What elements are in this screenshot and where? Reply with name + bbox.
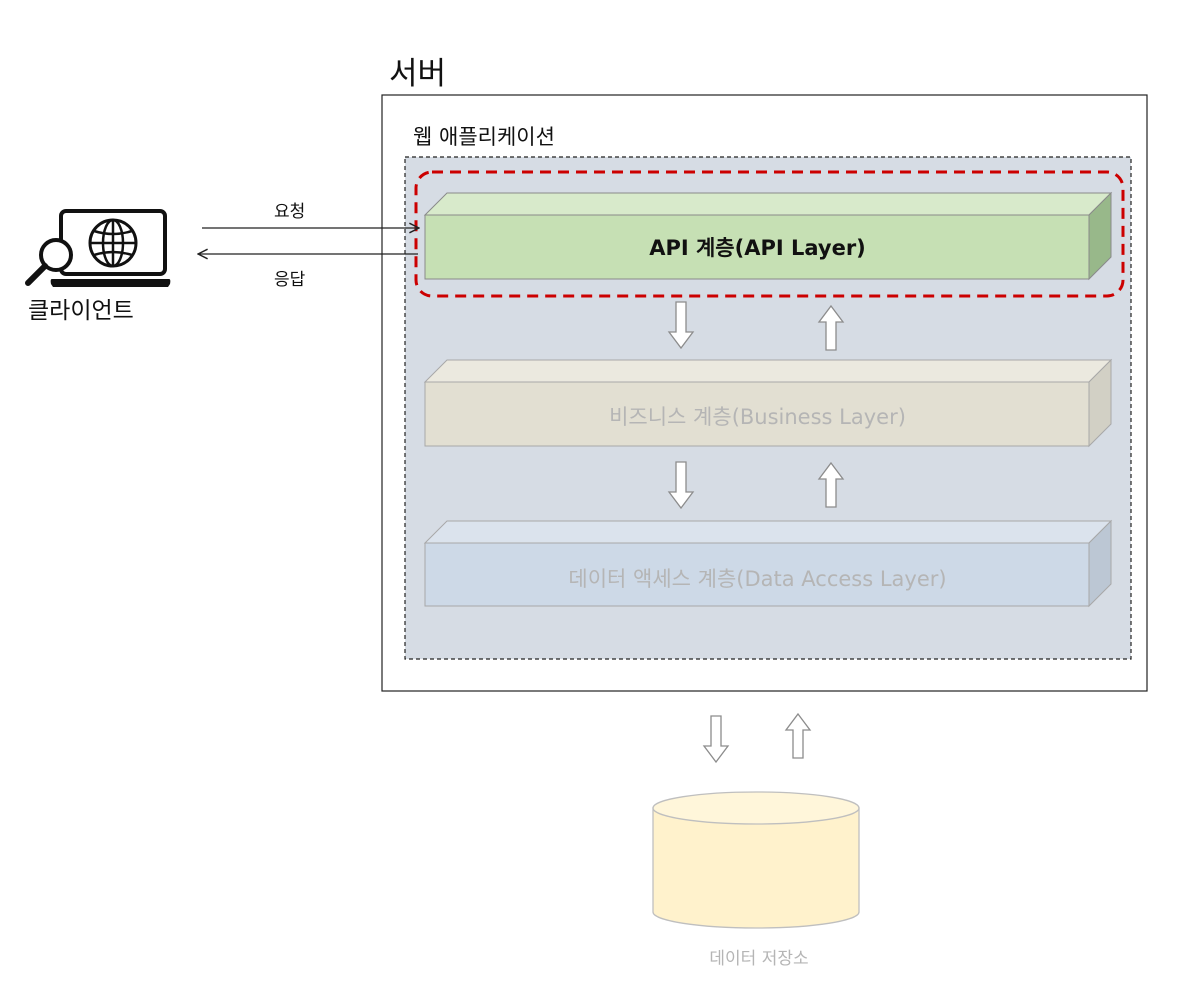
server-to-db-down-arrow	[702, 715, 730, 764]
web-app-title: 웹 애플리케이션	[413, 125, 555, 149]
response-label: 응답	[274, 270, 306, 290]
business-to-api-up-arrow	[817, 304, 845, 351]
database-cylinder-icon	[652, 791, 860, 929]
api-to-business-down-arrow	[667, 301, 695, 350]
business-layer-label: 비즈니스 계층(Business Layer)	[609, 405, 906, 429]
data-to-business-up-arrow	[817, 461, 845, 508]
laptop-globe-search-icon	[25, 209, 171, 287]
api-layer-block	[423, 191, 1113, 281]
business-layer-block	[423, 358, 1113, 448]
api-layer-label: API 계층(API Layer)	[649, 236, 866, 260]
data-access-layer-block	[423, 519, 1113, 608]
api-layer-highlight	[414, 170, 1125, 298]
business-to-data-down-arrow	[667, 461, 695, 510]
db-to-server-up-arrow	[784, 712, 812, 759]
data-access-layer-label: 데이터 액세스 계층(Data Access Layer)	[568, 567, 947, 591]
request-label: 요청	[274, 202, 306, 222]
client-label: 클라이언트	[28, 298, 134, 324]
server-title: 서버	[389, 56, 447, 92]
datastore-label: 데이터 저장소	[709, 949, 809, 969]
